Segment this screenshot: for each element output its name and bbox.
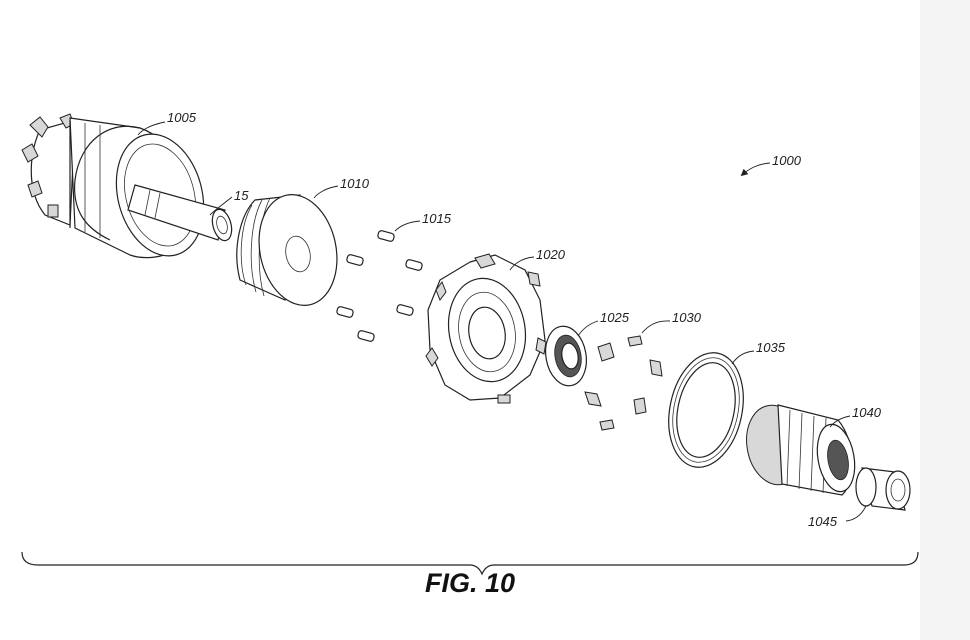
label-1035: 1035 <box>756 340 786 355</box>
leader-1045 <box>845 505 867 522</box>
part-axle <box>127 184 233 242</box>
arrow-1000 <box>740 162 771 177</box>
label-1025: 1025 <box>600 310 630 325</box>
leader-1025 <box>577 320 599 337</box>
label-1045: 1045 <box>808 514 838 529</box>
part-end-cap <box>855 467 911 511</box>
label-1000: 1000 <box>772 153 802 168</box>
leader-1035 <box>731 350 755 365</box>
label-1010: 1010 <box>340 176 370 191</box>
label-1040: 1040 <box>852 405 882 420</box>
part-bearing <box>545 325 587 387</box>
leader-15 <box>209 196 233 216</box>
part-seal-ring <box>668 352 744 468</box>
leader-lines <box>137 121 867 522</box>
leader-1010 <box>313 185 339 199</box>
label-1005: 1005 <box>167 110 197 125</box>
leader-1005 <box>137 121 166 136</box>
label-1030: 1030 <box>672 310 702 325</box>
label-1020: 1020 <box>536 247 566 262</box>
part-hub-shell <box>21 113 205 259</box>
label-1015: 1015 <box>422 211 452 226</box>
label-15: 15 <box>234 188 249 203</box>
leader-1040 <box>829 415 851 428</box>
part-ring-disc <box>236 194 338 306</box>
leader-1015 <box>394 220 421 232</box>
figure-caption: FIG. 10 <box>424 568 516 598</box>
leader-1020 <box>509 256 535 271</box>
part-ratchet-housing <box>425 253 547 404</box>
reference-labels: 1005 15 1010 1015 1020 1025 1030 1035 10… <box>167 110 882 529</box>
page-margin-strip <box>920 0 970 640</box>
part-freehub-body <box>746 404 856 496</box>
leader-1030 <box>641 320 671 334</box>
part-pawls <box>584 335 663 431</box>
part-pins <box>336 230 423 342</box>
assembly-bracket <box>21 551 919 576</box>
